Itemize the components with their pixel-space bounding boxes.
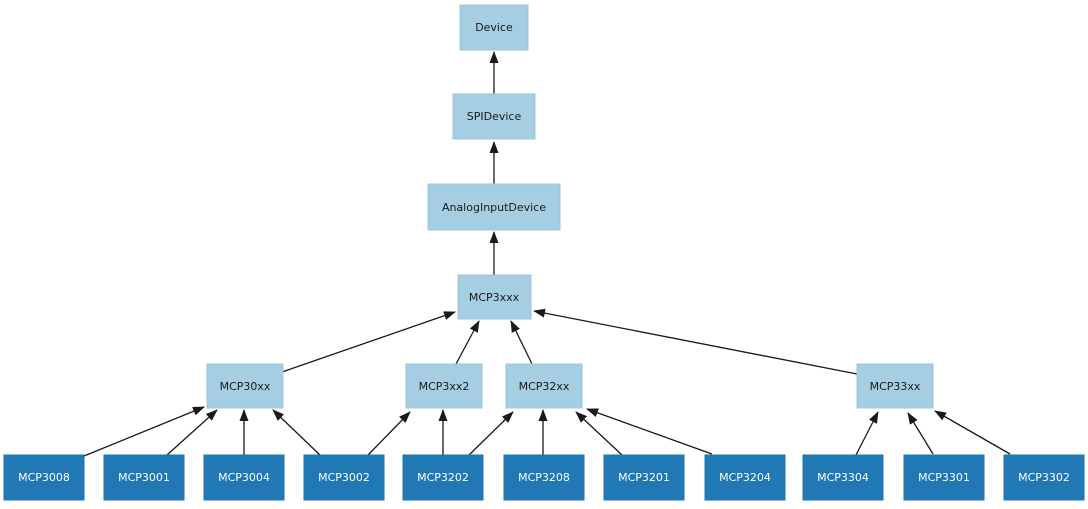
node-mcp3xxx-label: MCP3xxx [469, 291, 520, 304]
edge-mcp32xx-mcp3xxx [510, 320, 533, 365]
node-mcp30xx[interactable]: MCP30xx [206, 363, 284, 409]
node-mcp3008-box[interactable] [3, 454, 85, 501]
node-mcp3204-label: MCP3204 [719, 471, 771, 484]
edge-mcp3002-mcp30xx [272, 409, 321, 456]
node-mcp3xx2-box[interactable] [405, 363, 483, 409]
node-analoginputdevice-label: AnalogInputDevice [442, 201, 546, 214]
node-device-label: Device [475, 21, 513, 34]
node-mcp3304-label: MCP3304 [817, 471, 869, 484]
edge-mcp3304-mcp33xx [855, 411, 879, 456]
node-mcp3301[interactable]: MCP3301 [903, 454, 985, 501]
node-mcp3001[interactable]: MCP3001 [103, 454, 185, 501]
node-mcp3302[interactable]: MCP3302 [1003, 454, 1085, 501]
node-mcp32xx-label: MCP32xx [519, 380, 570, 393]
node-device-box[interactable] [459, 4, 529, 51]
node-mcp30xx-box[interactable] [206, 363, 284, 409]
node-mcp3302-box[interactable] [1003, 454, 1085, 501]
node-mcp3xxx-box[interactable] [457, 274, 532, 320]
node-mcp33xx-box[interactable] [856, 363, 934, 409]
edge-mcp3001-mcp30xx [166, 409, 218, 456]
node-mcp3xx2-label: MCP3xx2 [419, 380, 470, 393]
node-mcp3208-box[interactable] [503, 454, 585, 501]
node-mcp3xx2[interactable]: MCP3xx2 [405, 363, 483, 409]
node-mcp3xxx[interactable]: MCP3xxx [457, 274, 532, 320]
node-mcp3304[interactable]: MCP3304 [802, 454, 884, 501]
node-mcp3204-box[interactable] [704, 454, 786, 501]
edge-mcp3301-mcp33xx [907, 412, 934, 455]
node-mcp3201-box[interactable] [603, 454, 685, 501]
node-mcp3201[interactable]: MCP3201 [603, 454, 685, 501]
node-mcp3001-box[interactable] [103, 454, 185, 501]
edge-mcp3xx2-mcp3xxx [455, 320, 480, 365]
node-mcp3208-label: MCP3208 [518, 471, 570, 484]
node-mcp3004-box[interactable] [203, 454, 285, 501]
node-mcp3301-box[interactable] [903, 454, 985, 501]
edge-layer [83, 51, 1011, 457]
node-device[interactable]: Device [459, 4, 529, 51]
node-spidevice[interactable]: SPIDevice [452, 93, 536, 140]
node-mcp3002-box[interactable] [303, 454, 385, 501]
node-mcp3208[interactable]: MCP3208 [503, 454, 585, 501]
node-mcp3004-label: MCP3004 [218, 471, 270, 484]
node-mcp33xx-label: MCP33xx [870, 380, 921, 393]
edge-mcp3302-mcp33xx [934, 410, 1011, 455]
edge-mcp3201-mcp32xx [575, 411, 623, 456]
node-mcp30xx-label: MCP30xx [220, 380, 271, 393]
node-mcp3001-label: MCP3001 [118, 471, 170, 484]
node-mcp32xx-box[interactable] [505, 363, 583, 409]
node-mcp3002-label: MCP3002 [318, 471, 370, 484]
node-mcp3302-label: MCP3302 [1018, 471, 1070, 484]
node-analoginputdevice-box[interactable] [427, 183, 561, 231]
edge-mcp3008-mcp30xx [83, 406, 205, 457]
node-mcp3004[interactable]: MCP3004 [203, 454, 285, 501]
node-mcp3008[interactable]: MCP3008 [3, 454, 85, 501]
node-mcp3201-label: MCP3201 [618, 471, 670, 484]
node-mcp32xx[interactable]: MCP32xx [505, 363, 583, 409]
edge-mcp33xx-mcp3xxx [533, 308, 858, 375]
node-mcp3202[interactable]: MCP3202 [402, 454, 484, 501]
node-mcp3202-label: MCP3202 [417, 471, 469, 484]
node-mcp3304-box[interactable] [802, 454, 884, 501]
edge-mcp3204-mcp32xx [586, 408, 713, 455]
node-spidevice-label: SPIDevice [467, 110, 522, 123]
node-mcp3008-label: MCP3008 [18, 471, 70, 484]
node-mcp33xx[interactable]: MCP33xx [856, 363, 934, 409]
node-mcp3202-box[interactable] [402, 454, 484, 501]
node-mcp3204[interactable]: MCP3204 [704, 454, 786, 501]
node-analoginputdevice[interactable]: AnalogInputDevice [427, 183, 561, 231]
edge-mcp3002-mcp3xx2 [367, 411, 411, 456]
edge-mcp3202-mcp32xx [468, 411, 514, 456]
node-mcp3301-label: MCP3301 [918, 471, 970, 484]
edge-mcp30xx-mcp3xxx [281, 311, 456, 373]
node-spidevice-box[interactable] [452, 93, 536, 140]
node-mcp3002[interactable]: MCP3002 [303, 454, 385, 501]
